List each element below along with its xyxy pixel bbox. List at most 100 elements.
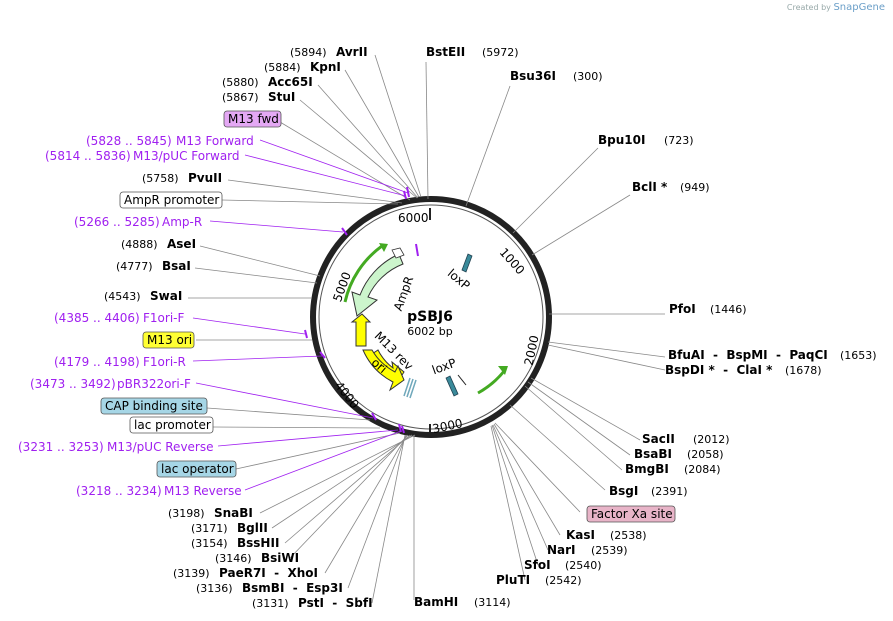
box-lac-operator: lac operator bbox=[161, 462, 234, 476]
site-pos: (2084) bbox=[684, 463, 721, 476]
site-pos: (3171) bbox=[191, 522, 228, 535]
site-pos: (5884) bbox=[264, 61, 301, 74]
site-pos: (300) bbox=[573, 70, 603, 83]
primer-name: F1ori-F bbox=[143, 311, 184, 325]
tick-6000: 6000 bbox=[398, 211, 429, 225]
feature-boxes: M13 fwd AmpR promoter M13 ori CAP bindin… bbox=[100, 110, 676, 523]
site-pos: (2391) bbox=[651, 485, 688, 498]
green-arc-right bbox=[477, 369, 507, 395]
site-name: SacII bbox=[642, 432, 675, 446]
primer-range: (3473 .. 3492) bbox=[30, 377, 116, 391]
site-pos: (3114) bbox=[474, 596, 511, 609]
tick-1000: 1000 bbox=[497, 245, 528, 277]
site-name: PaeR7I - XhoI bbox=[219, 566, 318, 580]
loxp-bottom-marker bbox=[445, 375, 459, 397]
site-name: BglII bbox=[237, 521, 268, 535]
left-sites: (5894) AvrII (5884) KpnI (5880) Acc65I (… bbox=[104, 45, 373, 610]
site-pos: (4888) bbox=[121, 238, 158, 251]
m13-ori-arrow bbox=[350, 313, 372, 347]
site-pos: (3198) bbox=[168, 507, 205, 520]
primer-marks bbox=[304, 186, 419, 434]
site-pos: (5972) bbox=[482, 46, 519, 59]
site-pos: (3139) bbox=[173, 567, 210, 580]
site-name: KasI bbox=[566, 528, 595, 542]
site-name: BspDI * - ClaI * bbox=[665, 363, 773, 377]
primer-name: M13/pUC Reverse bbox=[107, 440, 214, 454]
primer-range: (5814 .. 5836) bbox=[45, 149, 131, 163]
site-name: BmgBI bbox=[625, 462, 669, 476]
primer-range: (5828 .. 5845) bbox=[86, 134, 172, 148]
site-pos: (1446) bbox=[710, 303, 747, 316]
site-pos: (3154) bbox=[191, 537, 228, 550]
primer-name: M13/pUC Forward bbox=[133, 149, 240, 163]
site-name: KpnI bbox=[310, 60, 341, 74]
site-pos: (5894) bbox=[290, 46, 327, 59]
ampr-label: AmpR bbox=[391, 274, 416, 312]
plasmid-name: pSBJ6 bbox=[407, 309, 453, 325]
site-name: BsiWI bbox=[261, 551, 299, 565]
site-pos: (2542) bbox=[545, 574, 582, 587]
site-pos: (2540) bbox=[565, 559, 602, 572]
site-name: BsmBI - Esp3I bbox=[242, 581, 343, 595]
site-name: BsaBI bbox=[634, 447, 672, 461]
site-name: StuI bbox=[268, 90, 295, 104]
tick-3000: 3000 bbox=[431, 416, 464, 436]
box-cap-binding-site: CAP binding site bbox=[105, 399, 203, 413]
primer-range: (4179 .. 4198) bbox=[54, 355, 140, 369]
primer-range: (3231 .. 3253) bbox=[18, 440, 104, 454]
lac-bars bbox=[403, 377, 417, 399]
snapgene-brand: Created by SnapGene bbox=[786, 2, 885, 13]
site-pos: (4777) bbox=[116, 260, 153, 273]
site-pos: (1678) bbox=[785, 364, 822, 377]
site-pos: (949) bbox=[680, 181, 710, 194]
site-name: BsaI bbox=[162, 259, 191, 273]
primer-leaders bbox=[192, 139, 409, 491]
site-name: AvrII bbox=[336, 45, 368, 59]
site-pos: (3146) bbox=[215, 552, 252, 565]
site-name: AseI bbox=[167, 237, 196, 251]
ampr-arrow bbox=[351, 251, 404, 317]
site-pos: (2012) bbox=[693, 433, 730, 446]
primer-name: F1ori-R bbox=[143, 355, 186, 369]
box-ampr-promoter: AmpR promoter bbox=[124, 193, 219, 207]
primer-name: M13 Reverse bbox=[164, 484, 242, 498]
primer-range: (5266 .. 5285) bbox=[74, 215, 160, 229]
site-name: Bpu10I bbox=[598, 133, 645, 147]
site-name: NarI bbox=[547, 543, 576, 557]
site-name: SfoI bbox=[524, 558, 551, 572]
tick-2000: 2000 bbox=[522, 334, 542, 367]
primers: (5828 .. 5845) M13 Forward (5814 .. 5836… bbox=[18, 134, 254, 498]
site-name: BstEII bbox=[426, 45, 465, 59]
primer-name: Amp-R bbox=[162, 215, 202, 229]
site-name: PluTI bbox=[496, 573, 530, 587]
loxp-top-marker bbox=[461, 253, 473, 273]
site-name: PfoI bbox=[669, 302, 696, 316]
site-name: PstI - SbfI bbox=[298, 596, 373, 610]
site-name: Bsu36I bbox=[510, 69, 556, 83]
box-m13-ori: M13 ori bbox=[147, 333, 192, 347]
site-pos: (5880) bbox=[222, 76, 259, 89]
loxp-top-label: loxP bbox=[445, 266, 473, 293]
site-pos: (1653) bbox=[840, 349, 877, 362]
box-m13-fwd: M13 fwd bbox=[228, 112, 279, 126]
site-pos: (4543) bbox=[104, 290, 141, 303]
primer-range: (4385 .. 4406) bbox=[54, 311, 140, 325]
site-name: PvuII bbox=[188, 171, 222, 185]
site-name: BsgI bbox=[609, 484, 638, 498]
leader-lines bbox=[188, 54, 666, 604]
box-lac-promoter: lac promoter bbox=[134, 418, 211, 432]
loxp-bottom-label: loxP bbox=[430, 356, 458, 378]
site-name: BfuAI - BspMI - PaqCI bbox=[668, 348, 828, 362]
site-name: BclI * bbox=[632, 180, 668, 194]
site-name: SwaI bbox=[150, 289, 182, 303]
site-pos: (3131) bbox=[252, 597, 289, 610]
primer-name: pBR322ori-F bbox=[117, 377, 191, 391]
site-name: SnaBI bbox=[214, 506, 253, 520]
green-arc-left bbox=[343, 244, 383, 303]
site-pos: (2539) bbox=[591, 544, 628, 557]
site-name: BssHII bbox=[237, 536, 279, 550]
site-pos: (5758) bbox=[142, 172, 179, 185]
site-name: BamHI bbox=[414, 595, 458, 609]
primer-name: M13 Forward bbox=[176, 134, 254, 148]
